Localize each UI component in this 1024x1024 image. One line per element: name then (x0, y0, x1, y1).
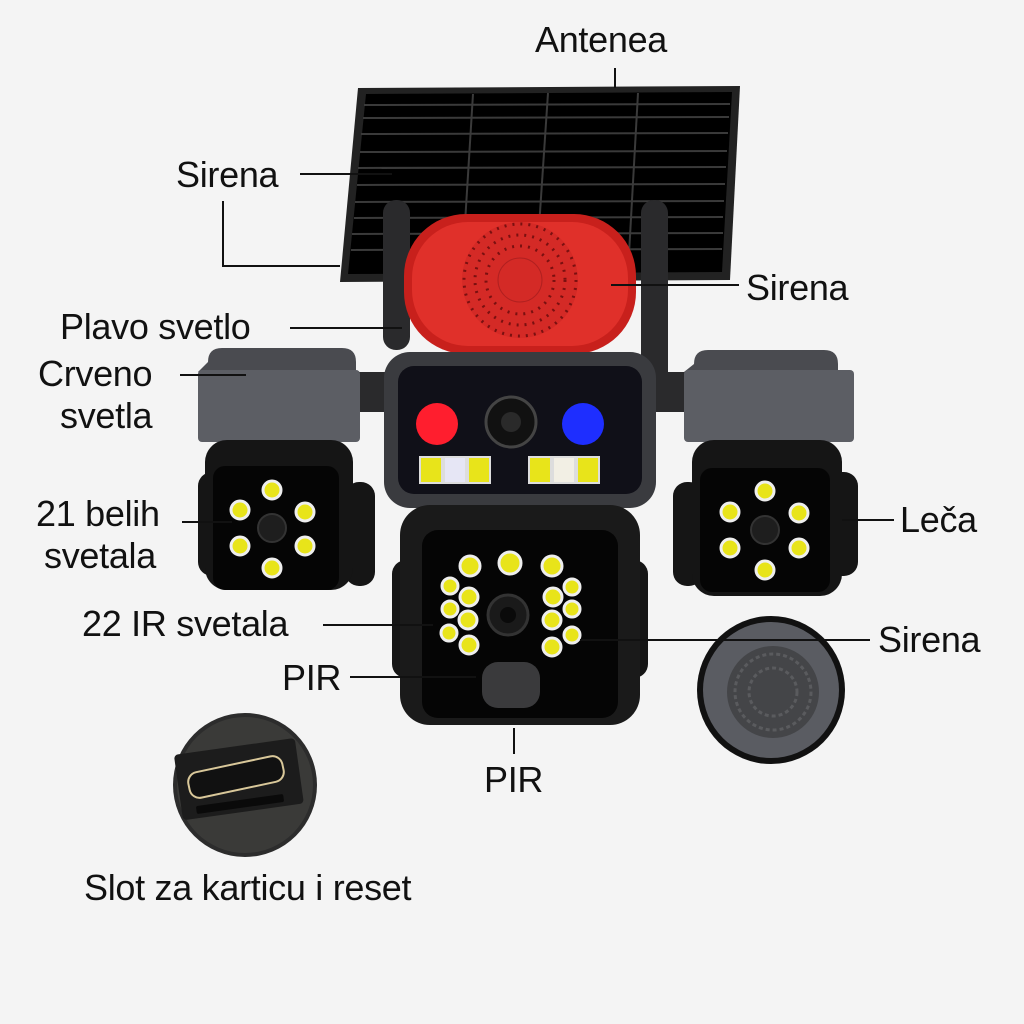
label-red-light-line2: svetla (60, 395, 153, 436)
leader-lens (842, 519, 894, 521)
leader-siren-top-left-bracket-v (222, 201, 224, 267)
strobe-led-panels (419, 456, 600, 484)
leader-red-light (180, 374, 246, 376)
siren-detail (697, 616, 845, 764)
label-card-slot: Slot za karticu i reset (84, 867, 412, 908)
leader-pir-left (350, 676, 476, 678)
leader-siren-top-left-bracket-h (222, 265, 340, 267)
leader-antenna (614, 68, 616, 88)
right-camera (673, 350, 858, 596)
leader-blue-light (290, 327, 402, 329)
leader-siren-top-left (300, 173, 392, 175)
label-white-lights-line2: svetala (44, 535, 156, 576)
center-light-module (384, 352, 656, 508)
label-lens: Leča (900, 499, 977, 540)
leader-siren-right (580, 639, 870, 641)
label-pir-bottom: PIR (484, 759, 544, 800)
center-camera (392, 505, 648, 725)
label-siren-top-left: Sirena (176, 154, 279, 195)
label-siren-right: Sirena (878, 619, 981, 660)
leader-ir-lights (323, 624, 433, 626)
leader-pir-bottom (513, 728, 515, 754)
label-blue-light: Plavo svetlo (60, 306, 251, 347)
leader-siren-top-right (611, 284, 739, 286)
antennas (383, 200, 668, 395)
label-white-lights-line1: 21 belih (36, 493, 160, 534)
label-red-light-line1: Crveno (38, 353, 153, 394)
card-slot-detail (173, 713, 317, 857)
label-siren-top-right: Sirena (746, 267, 849, 308)
left-camera (198, 348, 375, 590)
label-antenna: Antenea (535, 19, 668, 60)
label-pir-left: PIR (282, 657, 342, 698)
label-ir-lights: 22 IR svetala (82, 603, 289, 644)
top-siren (404, 214, 636, 354)
leader-white-lights (182, 521, 232, 523)
